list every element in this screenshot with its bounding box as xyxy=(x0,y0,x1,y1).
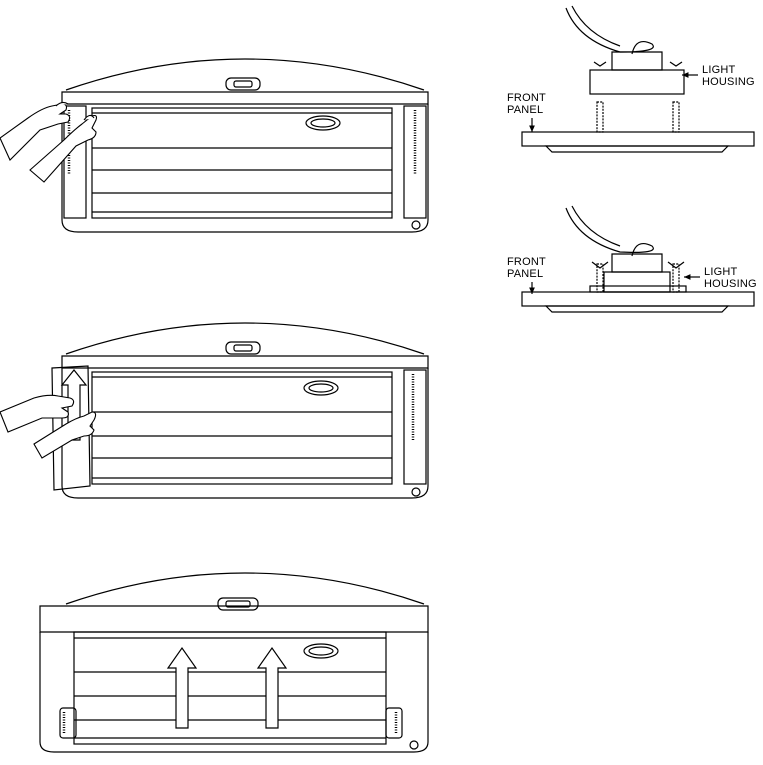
hands-icon xyxy=(0,394,97,459)
light-housing-label-bottom: LIGHT HOUSING xyxy=(704,266,757,290)
panel-word: PANEL xyxy=(507,104,544,116)
front-panel-label-bottom: FRONT PANEL xyxy=(507,256,546,280)
step-3-hood-illustration xyxy=(39,572,429,753)
light-word: LIGHT xyxy=(702,64,736,76)
front-panel-label-top: FRONT PANEL xyxy=(507,92,546,116)
front-word: FRONT xyxy=(507,256,546,268)
hands-icon xyxy=(0,101,98,183)
housing-word: HOUSING xyxy=(702,76,755,88)
light-word: LIGHT xyxy=(704,266,738,278)
step-2-hood-illustration xyxy=(51,322,429,499)
panel-word: PANEL xyxy=(507,268,544,280)
cross-section-bottom xyxy=(521,205,755,313)
cross-section-top xyxy=(521,5,755,153)
housing-word: HOUSING xyxy=(704,278,757,290)
step-1-hood-illustration xyxy=(61,58,429,233)
light-housing-label-top: LIGHT HOUSING xyxy=(702,64,755,88)
front-word: FRONT xyxy=(507,92,546,104)
